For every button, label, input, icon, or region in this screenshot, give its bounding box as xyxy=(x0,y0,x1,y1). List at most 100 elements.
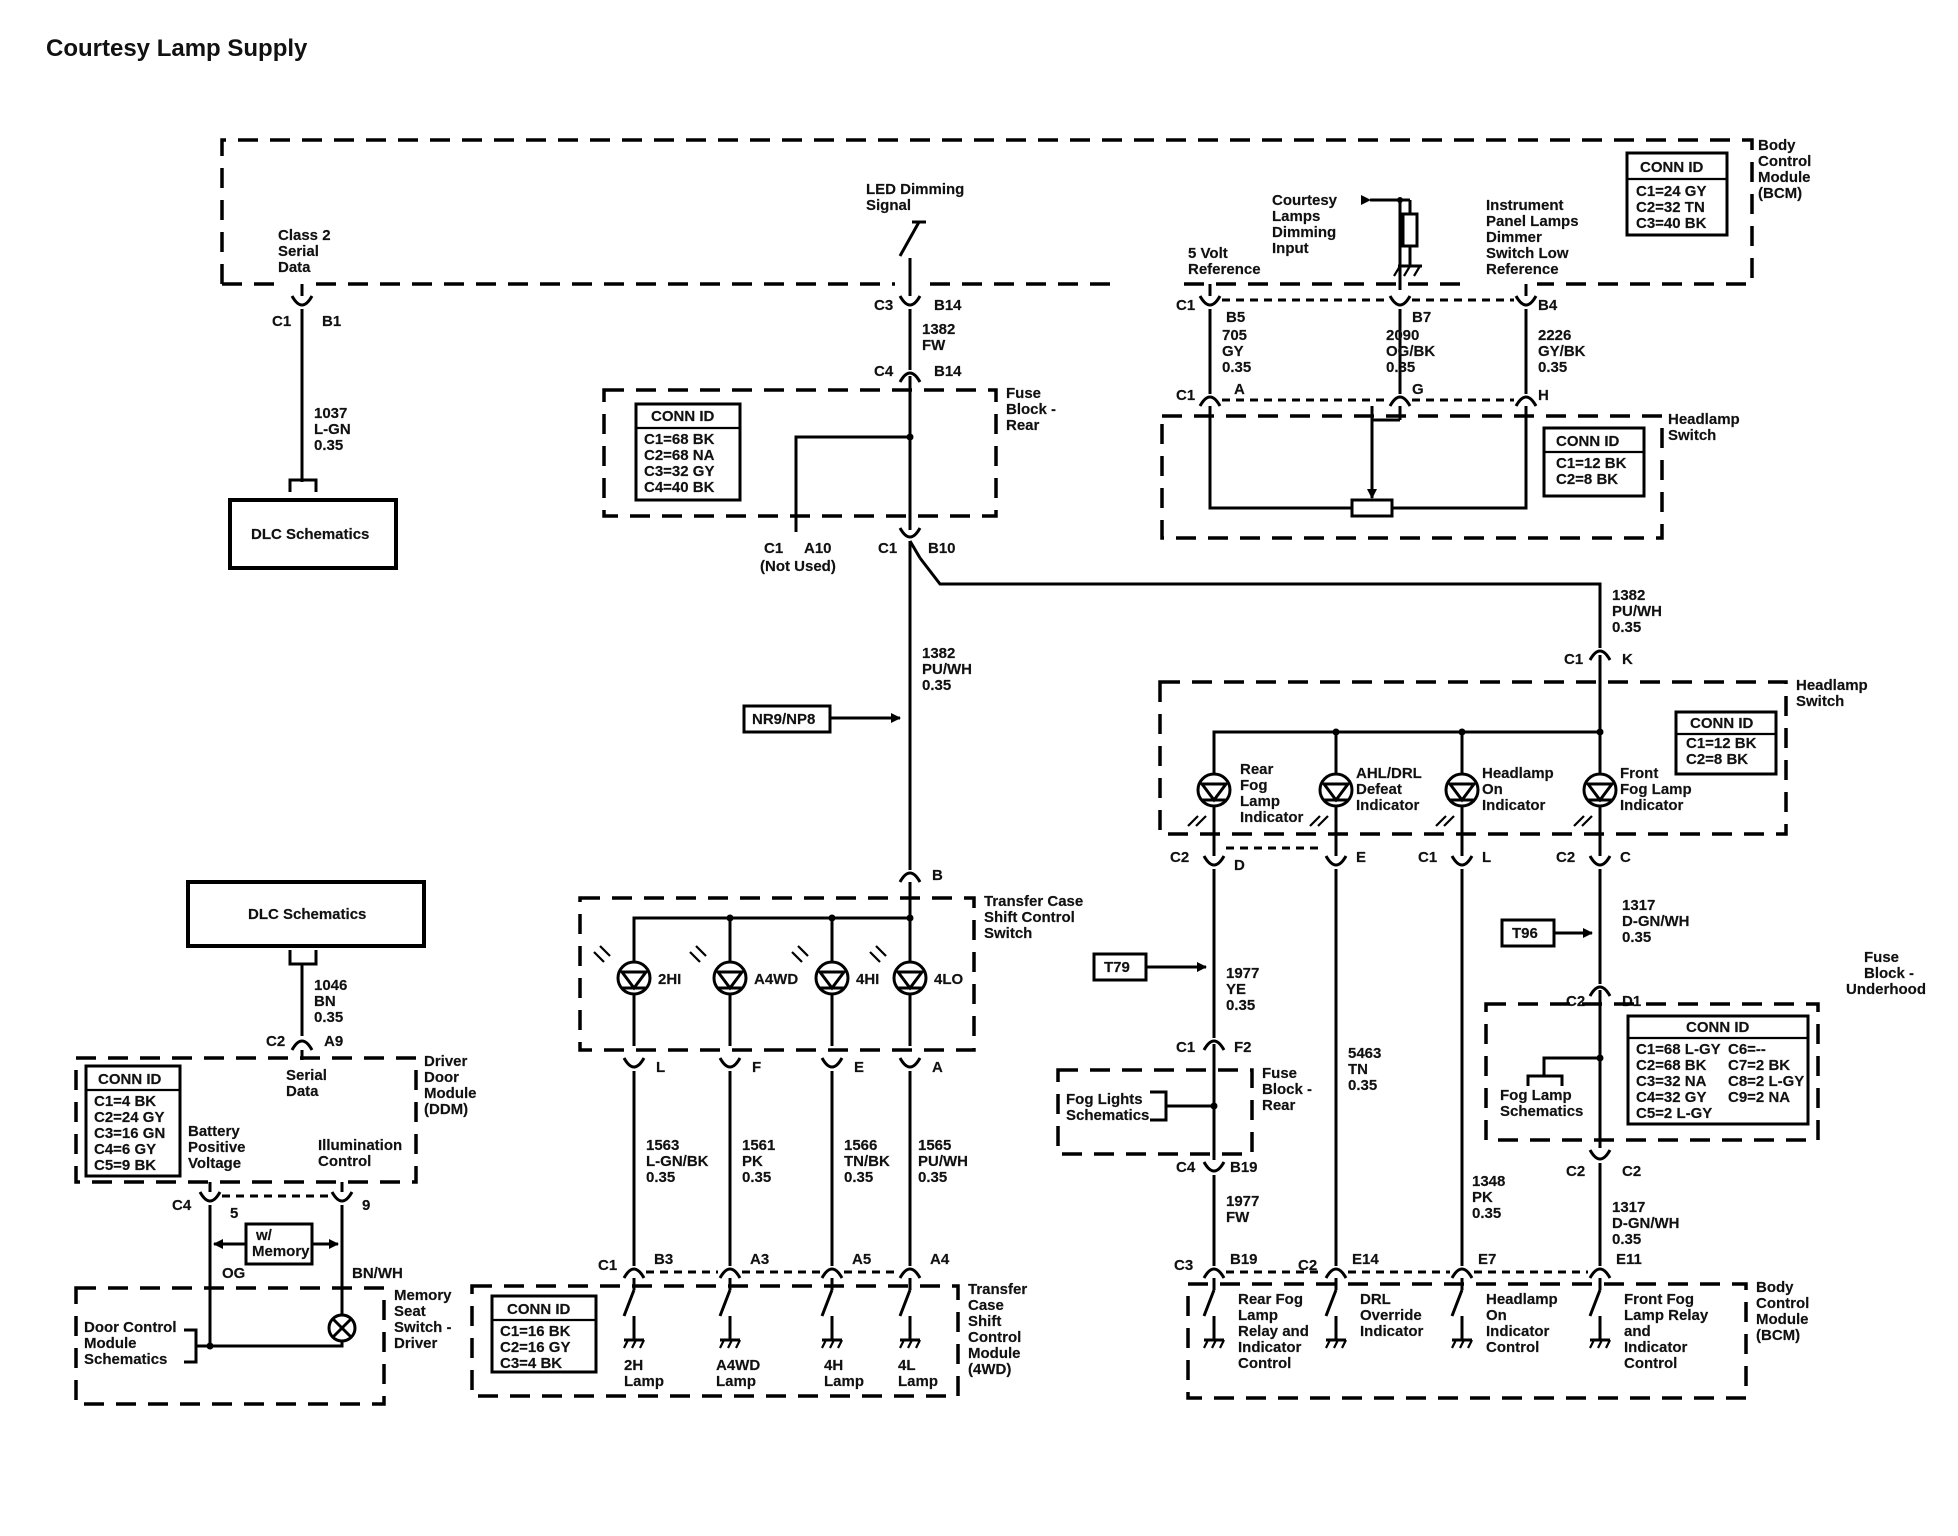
out-rear-fog-5: Control xyxy=(1238,1355,1291,1372)
conn-id-row: C4=6 GY xyxy=(94,1141,156,1158)
wire-1977fw-num: 1977 xyxy=(1226,1193,1259,1210)
wire-2090-gauge: 0.35 xyxy=(1386,359,1415,376)
wire-1382pu-gauge: 0.35 xyxy=(922,677,951,694)
pin-tc-e: E xyxy=(854,1059,864,1076)
wire-2090-color: OG/BK xyxy=(1386,343,1435,360)
fuse-rear2-name-3: Rear xyxy=(1262,1097,1296,1114)
conn-id-title: CONN ID xyxy=(1686,1019,1750,1036)
conn-id-row: C5=9 BK xyxy=(94,1157,156,1174)
bcm-bottom-name-2: Control xyxy=(1756,1295,1809,1312)
out-front-fog-5: Control xyxy=(1624,1355,1677,1372)
courtesy-input-2: Lamps xyxy=(1272,208,1320,225)
conn-id-row: C5=2 L-GY xyxy=(1636,1105,1712,1122)
pin-a9: A9 xyxy=(324,1033,343,1050)
switch-rear-fog-icon xyxy=(1202,1278,1225,1349)
tc-switch-name-3: Switch xyxy=(984,925,1032,942)
conn-id-title: CONN ID xyxy=(98,1071,162,1088)
wire-1317b-gauge: 0.35 xyxy=(1612,1231,1641,1248)
tc-module-name-5: Module xyxy=(968,1345,1021,1362)
fuse-rear2-name-2: Block - xyxy=(1262,1081,1312,1098)
wire-1566-gauge: 0.35 xyxy=(844,1169,873,1186)
pin-c1: C1 xyxy=(272,313,291,330)
pin-a: A xyxy=(1234,381,1245,398)
led-headlamp-on-icon xyxy=(1435,772,1480,827)
ip-dimmer-5: Reference xyxy=(1486,261,1559,278)
led-dimming-label-2: Signal xyxy=(866,197,911,214)
out-headlamp-1: Headlamp xyxy=(1486,1291,1558,1308)
led-label-4lo: 4LO xyxy=(934,971,964,988)
conn-id-row: C2=68 NA xyxy=(644,447,715,464)
switch-a4wd-icon xyxy=(718,1278,741,1349)
wire-1046-num: 1046 xyxy=(314,977,347,994)
tc-switch-name-2: Shift Control xyxy=(984,909,1075,926)
switch-2h-icon xyxy=(622,1278,645,1349)
pin-c1-b5: C1 xyxy=(1176,297,1195,314)
pin-c2-c2: C2 xyxy=(1566,1163,1585,1180)
wire-1046-color: BN xyxy=(314,993,336,1010)
ddm-battery-1: Battery xyxy=(188,1123,240,1140)
pin-b-tc: B xyxy=(932,867,943,884)
pin-e: E xyxy=(1356,849,1366,866)
lamp-4l-1: 4L xyxy=(898,1357,916,1374)
tc-module-name-2: Case xyxy=(968,1297,1004,1314)
pin-b7: B7 xyxy=(1412,309,1431,326)
pin-b10: B10 xyxy=(928,540,956,557)
tc-module-name-6: (4WD) xyxy=(968,1361,1011,1378)
pin-l: L xyxy=(1482,849,1491,866)
pin-c2-d: C2 xyxy=(1170,849,1189,866)
ip-dimmer-3: Dimmer xyxy=(1486,229,1542,246)
ind-rear-fog-3: Lamp xyxy=(1240,793,1280,810)
bcm-top-name-4: (BCM) xyxy=(1758,185,1802,202)
ind-rear-fog-1: Rear xyxy=(1240,761,1274,778)
pin-b19: B19 xyxy=(1230,1159,1258,1176)
conn-id-row: C3=32 NA xyxy=(1636,1073,1707,1090)
wire-2090-num: 2090 xyxy=(1386,327,1419,344)
pin-tc-f: F xyxy=(752,1059,761,1076)
lamp-4h-2: Lamp xyxy=(824,1373,864,1390)
lamp-a4wd-2: Lamp xyxy=(716,1373,756,1390)
wire-1317b-num: 1317 xyxy=(1612,1199,1645,1216)
lamp-4h-1: 4H xyxy=(824,1357,843,1374)
out-rear-fog-3: Relay and xyxy=(1238,1323,1309,1340)
headlamp-switch-mid: C1 K 1382 PU/WH 0.35 Headlamp Switch CON… xyxy=(1158,587,1868,1266)
wire-1566-num: 1566 xyxy=(844,1137,877,1154)
wire-1382pu-color: PU/WH xyxy=(922,661,972,678)
pin-5: 5 xyxy=(230,1205,238,1222)
headlamp-top-name-2: Switch xyxy=(1668,427,1716,444)
wire-1382pu-r-num: 1382 xyxy=(1612,587,1645,604)
pin-a4: A4 xyxy=(930,1251,950,1268)
wire-1977fw-color: FW xyxy=(1226,1209,1250,1226)
wire-705-gauge: 0.35 xyxy=(1222,359,1251,376)
bcm-top-name-3: Module xyxy=(1758,169,1811,186)
pin-c4-ddm: C4 xyxy=(172,1197,192,1214)
fog-lamp-sch-2: Schematics xyxy=(1500,1103,1583,1120)
pin-a5: A5 xyxy=(852,1251,871,1268)
wire-1561-color: PK xyxy=(742,1153,763,1170)
ind-ahl-2: Defeat xyxy=(1356,781,1402,798)
out-front-fog-4: Indicator xyxy=(1624,1339,1688,1356)
out-headlamp-2: On xyxy=(1486,1307,1507,1324)
conn-id-row: C3=16 GN xyxy=(94,1125,165,1142)
headlamp-top-name-1: Headlamp xyxy=(1668,411,1740,428)
lamp-4l-2: Lamp xyxy=(898,1373,938,1390)
led-rear-fog-icon xyxy=(1187,772,1232,827)
conn-id-title: CONN ID xyxy=(651,408,715,425)
nr9-label: NR9/NP8 xyxy=(752,711,815,728)
wire-1565-color: PU/WH xyxy=(918,1153,968,1170)
conn-id-row: C4=32 GY xyxy=(1636,1089,1706,1106)
wire-1037-gauge: 0.35 xyxy=(314,437,343,454)
pin-b5: B5 xyxy=(1226,309,1245,326)
out-drl-3: Indicator xyxy=(1360,1323,1424,1340)
diagram-title: Courtesy Lamp Supply xyxy=(46,35,308,62)
bcm-top-name-1: Body xyxy=(1758,137,1796,154)
t96-label: T96 xyxy=(1512,925,1538,942)
wire-1317b-color: D-GN/WH xyxy=(1612,1215,1680,1232)
wire-1037-num: 1037 xyxy=(314,405,347,422)
wire-1382pu-r-color: PU/WH xyxy=(1612,603,1662,620)
pin-c1-f2: C1 xyxy=(1176,1039,1195,1056)
pin-d: D xyxy=(1234,857,1245,874)
lamp-a4wd-1: A4WD xyxy=(716,1357,760,1374)
pin-c2-c: C2 xyxy=(1556,849,1575,866)
wire-bnwh: BN/WH xyxy=(352,1265,403,1282)
door-ctrl-2: Module xyxy=(84,1335,137,1352)
